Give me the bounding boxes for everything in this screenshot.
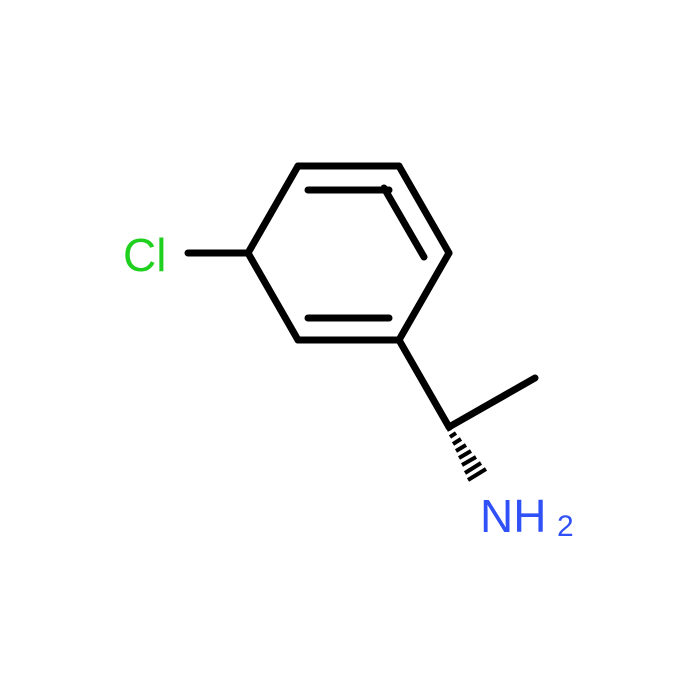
hash-line xyxy=(451,437,463,446)
benzene-ring xyxy=(244,162,453,344)
hash-line xyxy=(454,443,468,453)
hash-line xyxy=(461,455,477,467)
hash-line xyxy=(457,449,473,460)
bond-ring-3 xyxy=(395,249,453,344)
hash-line xyxy=(463,461,483,475)
amine-label: NH xyxy=(480,490,546,542)
hashed-wedge-bond xyxy=(446,426,488,482)
chlorine-label: Cl xyxy=(123,229,166,281)
bond-ring-6 xyxy=(244,162,302,257)
bond-ring-to-chiral xyxy=(395,336,453,431)
bond-chiral-to-methyl xyxy=(445,374,539,431)
hash-line xyxy=(448,431,458,439)
hash-line xyxy=(466,467,488,482)
bond-ring-5 xyxy=(244,249,302,344)
bond-ring-inner-right xyxy=(380,184,428,261)
bond-ring-2 xyxy=(395,162,453,257)
hash-line xyxy=(446,426,452,432)
amine-subscript: 2 xyxy=(557,510,574,543)
